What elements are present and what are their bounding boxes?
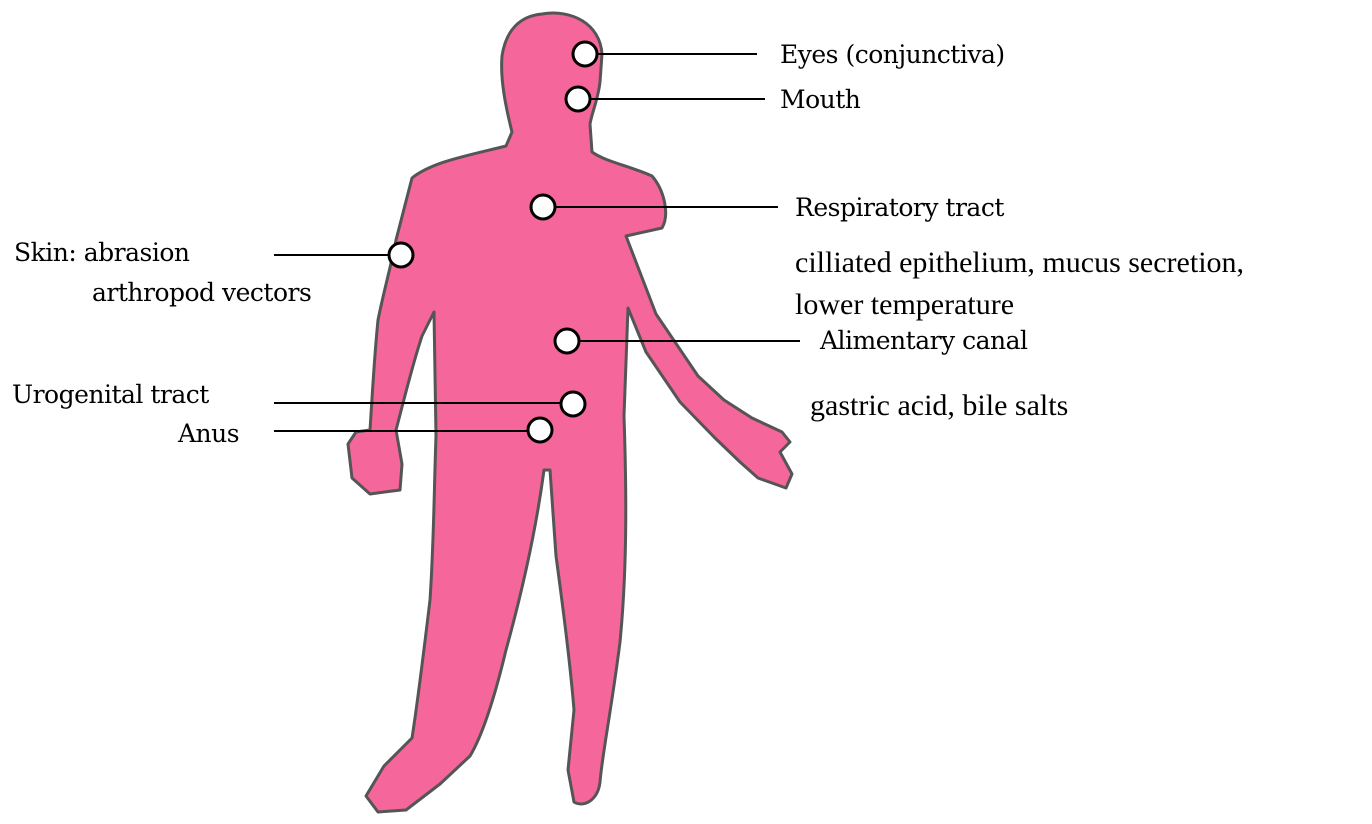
label-urogenital: Urogenital tract xyxy=(12,380,209,410)
label-alimentary: Alimentary canal xyxy=(820,326,1028,356)
label-skin-line2: arthropod vectors xyxy=(92,278,311,308)
note-respiratory-line1: cilliated epithelium, mucus secretion, xyxy=(795,245,1244,281)
eyes-marker xyxy=(573,42,597,66)
note-respiratory-line2: lower temperature xyxy=(795,287,1014,323)
anus-marker xyxy=(528,418,552,442)
label-mouth: Mouth xyxy=(780,85,860,115)
urogenital-marker xyxy=(561,392,585,416)
label-skin-line1: Skin: abrasion xyxy=(14,238,189,268)
respiratory-marker xyxy=(531,195,555,219)
mouth-marker xyxy=(566,87,590,111)
note-alimentary: gastric acid, bile salts xyxy=(810,388,1068,424)
skin-marker xyxy=(389,243,413,267)
label-anus: Anus xyxy=(178,419,239,449)
label-eyes: Eyes (conjunctiva) xyxy=(780,40,1005,70)
label-respiratory: Respiratory tract xyxy=(795,193,1004,223)
alimentary-marker xyxy=(555,329,579,353)
